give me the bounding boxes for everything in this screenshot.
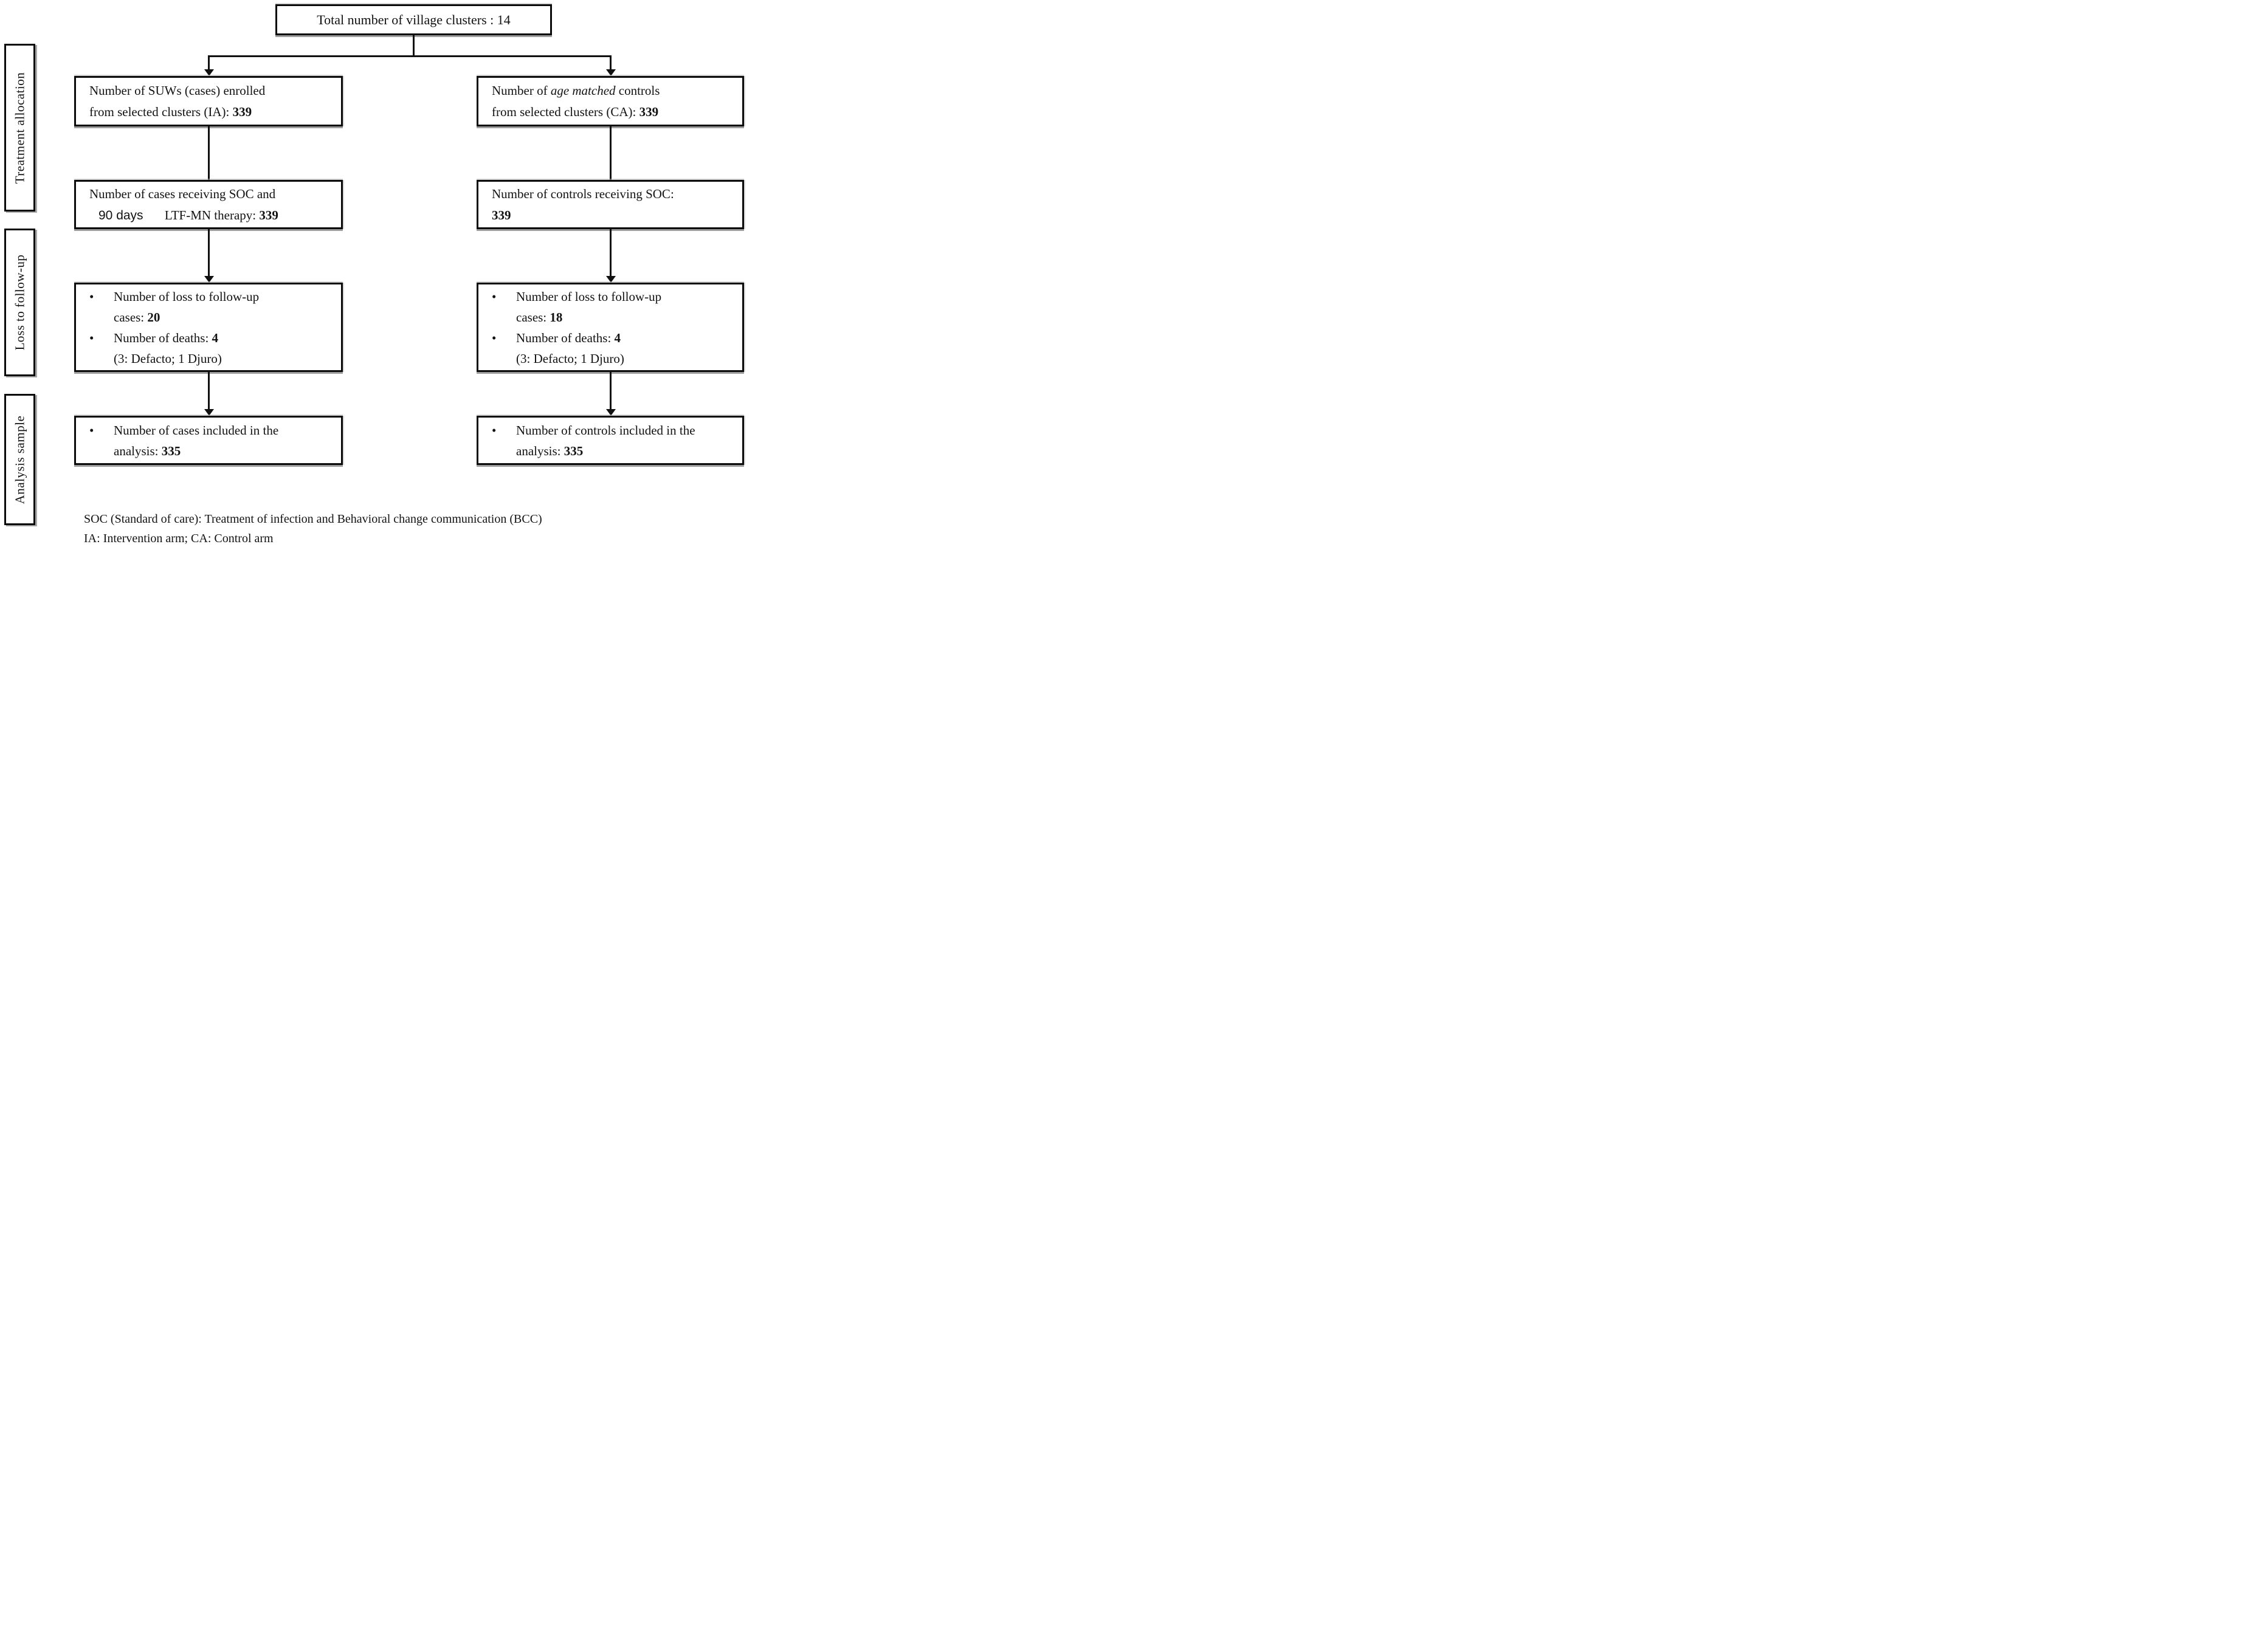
controls-deaths-note: (3: Defacto; 1 Djuro) [516, 351, 624, 366]
cases-enrolled-line2: from selected clusters (IA): 339 [89, 104, 252, 119]
footnote-line2: IA: Intervention arm; CA: Control arm [84, 532, 274, 545]
controls-analysis-bullet: • Number of controls included in the ana… [492, 420, 737, 461]
cases-receiving-line2: 90 days LTF-MN therapy: 339 [98, 207, 278, 222]
connector-branch [208, 55, 612, 57]
side-label-treatment-allocation: Treatment allocation [4, 44, 35, 212]
connector-left-2-3 [208, 229, 210, 277]
bullet-icon: • [89, 289, 94, 304]
connector-drop-left [208, 55, 210, 71]
connector-stem [413, 35, 415, 56]
cases-followup-box: • Number of loss to follow-up cases: 20 … [74, 283, 343, 372]
bullet-icon: • [89, 330, 94, 345]
side-label-loss-to-follow-up: Loss to follow-up [4, 229, 35, 376]
arrowhead-right-row4 [606, 409, 616, 416]
side-label-treatment-allocation-text: Treatment allocation [12, 72, 27, 184]
cases-analysis-value: 335 [161, 443, 181, 458]
total-clusters-text: Total number of village clusters : 14 [317, 12, 511, 27]
controls-receiving-soc-box: Number of controls receiving SOC: 339 [477, 180, 744, 229]
cases-receiving-line1: Number of cases receiving SOC and [89, 186, 276, 201]
controls-followup-bullet2: • Number of deaths: 4 (3: Defacto; 1 Dju… [492, 328, 737, 369]
cases-enrolled-line1: Number of SUWs (cases) enrolled [89, 83, 266, 98]
controls-receiving-line1: Number of controls receiving SOC: [492, 186, 674, 201]
arrowhead-left-row1 [204, 69, 214, 76]
controls-enrolled-line2: from selected clusters (CA): 339 [492, 104, 659, 119]
total-clusters-box: Total number of village clusters : 14 [275, 4, 552, 35]
side-label-analysis-sample: Analysis sample [4, 394, 35, 525]
arrowhead-right-row3 [606, 276, 616, 283]
controls-enrolled-box: Number of age matched controls from sele… [477, 76, 744, 126]
controls-receiving-line2: 339 [492, 205, 736, 226]
controls-receiving-value: 339 [492, 207, 511, 222]
controls-enrolled-value: 339 [639, 104, 659, 119]
connector-right-3-4 [610, 371, 612, 410]
controls-ltf-value: 18 [550, 309, 563, 325]
controls-followup-box: • Number of loss to follow-up cases: 18 … [477, 283, 744, 372]
footnote-line1: SOC (Standard of care): Treatment of inf… [84, 512, 542, 526]
bullet-icon: • [492, 289, 497, 304]
bullet-icon: • [89, 422, 94, 438]
arrowhead-right-row1 [606, 69, 616, 76]
connector-left-3-4 [208, 371, 210, 410]
cases-followup-bullet1: • Number of loss to follow-up cases: 20 [89, 286, 336, 328]
footnote: SOC (Standard of care): Treatment of inf… [84, 509, 542, 548]
bullet-icon: • [492, 422, 497, 438]
cases-enrolled-box: Number of SUWs (cases) enrolled from sel… [74, 76, 343, 126]
ninety-days-annotation: 90 days [98, 208, 143, 222]
connector-right-2-3 [610, 229, 612, 277]
connector-left-1-2 [208, 125, 210, 181]
controls-enrolled-line1: Number of age matched controls [492, 83, 660, 98]
cases-receiving-soc-box: Number of cases receiving SOC and 90 day… [74, 180, 343, 229]
controls-analysis-value: 335 [564, 443, 584, 458]
age-matched-italic: age matched [550, 83, 616, 98]
controls-analysis-box: • Number of controls included in the ana… [477, 416, 744, 465]
cases-ltf-value: 20 [147, 309, 160, 325]
connector-drop-right [610, 55, 612, 71]
side-label-loss-to-follow-up-text: Loss to follow-up [12, 254, 27, 351]
connector-right-1-2 [610, 125, 612, 181]
arrowhead-left-row4 [204, 409, 214, 416]
cases-deaths-note: (3: Defacto; 1 Djuro) [114, 351, 222, 366]
arrowhead-left-row3 [204, 276, 214, 283]
cases-deaths-value: 4 [212, 330, 219, 345]
cases-enrolled-value: 339 [232, 104, 252, 119]
study-flow-diagram: Total number of village clusters : 14 Tr… [0, 0, 756, 549]
controls-followup-bullet1: • Number of loss to follow-up cases: 18 [492, 286, 737, 328]
bullet-icon: • [492, 330, 497, 345]
cases-analysis-box: • Number of cases included in the analys… [74, 416, 343, 465]
controls-deaths-value: 4 [614, 330, 621, 345]
side-label-analysis-sample-text: Analysis sample [12, 415, 27, 504]
cases-receiving-value: 339 [259, 207, 278, 222]
cases-analysis-bullet: • Number of cases included in the analys… [89, 420, 336, 461]
cases-followup-bullet2: • Number of deaths: 4 (3: Defacto; 1 Dju… [89, 328, 336, 369]
